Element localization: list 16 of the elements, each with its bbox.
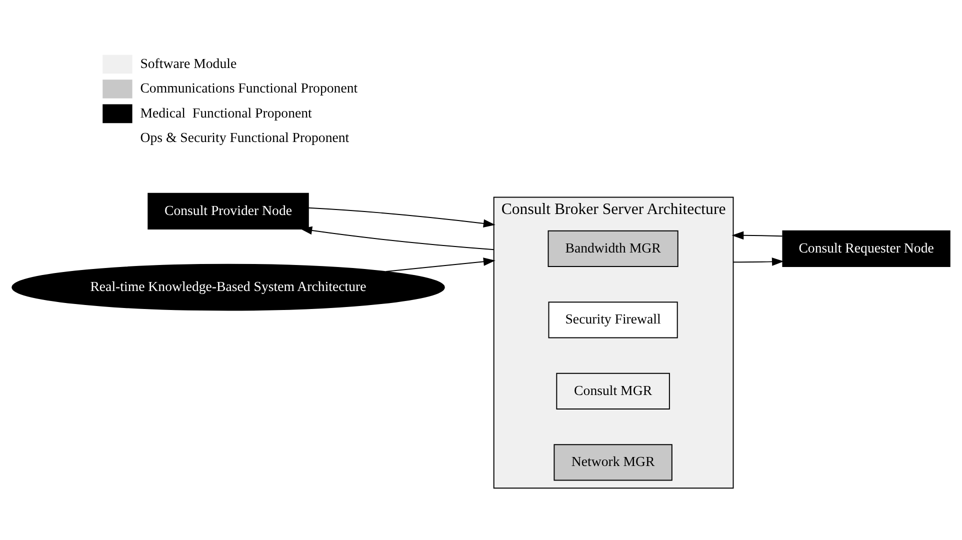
- legend-label: Medical Functional Proponent: [140, 104, 312, 120]
- arrow: [732, 257, 784, 266]
- legend-label: Ops & Security Functional Proponent: [140, 130, 350, 145]
- arrow: [386, 257, 496, 272]
- arrow: [300, 226, 494, 250]
- node-box: Consult Requester Node: [782, 230, 950, 267]
- legend-label: Software Module: [140, 55, 237, 70]
- arrow: [732, 230, 783, 240]
- node-box: Bandwidth MGR: [548, 230, 678, 267]
- node-ellipse: Real-time Knowledge-Based System Architecture: [12, 263, 445, 310]
- node-box: Consult Provider Node: [148, 192, 309, 229]
- node-box: Security Firewall: [548, 301, 678, 338]
- node-box: Consult MGR: [556, 372, 670, 409]
- node-box: Network MGR: [554, 444, 672, 480]
- legend-label: Communications Functional Proponent: [140, 80, 358, 96]
- arrow: [308, 206, 496, 228]
